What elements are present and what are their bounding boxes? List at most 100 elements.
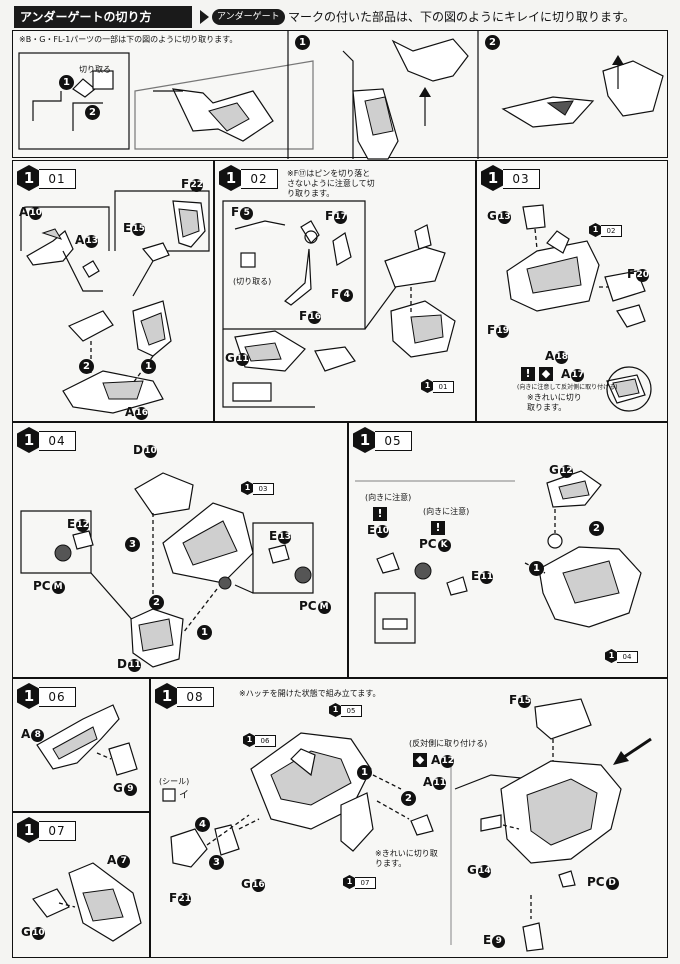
step-101-panel: 1 01 A10 A13 E15 F22 A16 1 2 [12,160,214,422]
step-104-arrow-2: 2 [149,595,164,610]
gate-cutting-panel: ※B・G・FL-1パーツの一部は下の図のように切り取ります。 1 切り取る 2 … [12,30,668,160]
under-gate-badge: アンダーゲート [212,9,285,25]
step-104-arrow-1: 1 [197,625,212,640]
step-hex-icon: 1 [329,703,342,717]
step-103-panel: 1 03 G13 1 02 F20 F19 A18 ! ◆ A17 (向きに注意… [476,160,668,422]
ref-number: 07 [355,877,376,889]
part-g13-label: G13 [487,209,511,224]
part-f17-label: F17 [325,209,348,224]
step-101-drawing [20,190,210,414]
gate-step-2-marker: 2 [485,35,500,50]
step-number: 03 [503,169,540,189]
part-e12-label: E12 [67,517,90,532]
step-108-drawing [162,698,652,952]
step-108-arrow-3: 3 [209,855,224,870]
part-g10-label: G10 [21,925,45,940]
step-number: 01 [39,169,76,189]
step-104-drawing [20,472,314,668]
gate-instruction-text: マークの付いた部品は、下の図のようにキレイに切り取ります。 [288,10,635,24]
part-g14-label: G14 [467,863,491,878]
step-number: 06 [39,687,76,707]
swap-direction-icon: ◆ [539,367,553,381]
step-101-arrow-2: 2 [79,359,94,374]
part-a16-label: A16 [125,405,149,420]
ref-number: 05 [341,705,362,717]
swap-direction-icon: ◆ [413,753,427,767]
part-a10-label: A10 [19,205,43,220]
step-number: 04 [39,431,76,451]
gate-step-1-marker: 1 [295,35,310,50]
step-106-drawing [36,704,138,776]
step-number: 02 [241,169,278,189]
step-102-panel: 1 02 ※F⑰はピンを切り落とさないように注意して切り取ります。 (切り取る)… [214,160,476,422]
gate-sub-step-1: 1 [59,75,74,90]
step-108-arrow-4: 4 [195,817,210,832]
step-105-arrow-1: 1 [529,561,544,576]
step-102-drawing [222,200,456,408]
clean-cut-note: ※きれいに切り取ります。 [527,393,582,412]
step-hex-icon: 1 [421,379,434,393]
part-f19-label: F19 [487,323,510,338]
caution-icon: ! [373,507,387,521]
step-hex-icon: 1 [353,427,377,453]
step-number: 05 [375,431,412,451]
part-e13-label: E13 [269,529,292,544]
caution-icon: ! [521,367,535,381]
part-e10-label: E10 [367,523,390,538]
caution-note-1: (向きに注意) [365,493,412,502]
part-a12-label: A12 [431,753,455,768]
seal-tag: イ [179,790,189,801]
part-d10-label: D10 [133,443,157,458]
part-e15-label: E15 [123,221,146,236]
part-e11-label: E11 [471,569,494,584]
step-108-panel: 1 08 ※ハッチを開けた状態で組み立てます。 1 05 1 06 1 07 [150,678,668,958]
step-hex-icon: 1 [343,875,356,889]
part-a13-label: A13 [75,233,99,248]
part-f21-label: F21 [169,891,192,906]
step-101-arrow-1: 1 [141,359,156,374]
step-103-drawing [506,204,652,412]
gate-sub-step-2: 2 [85,105,100,120]
part-d11-label: D11 [117,657,141,672]
ref-number: 02 [601,225,622,237]
step-number: 07 [39,821,76,841]
part-f15-label: F15 [509,693,532,708]
step-hex-icon: 1 [243,733,256,747]
caution-icon: ! [431,521,445,535]
gate-instructions-header: アンダーゲートの切り方 アンダーゲート マークの付いた部品は、下の図のようにキレ… [14,6,668,28]
triangle-pointer-icon [200,10,209,24]
step-105-drawing [355,470,642,644]
gate-cut-title: アンダーゲートの切り方 [14,6,192,28]
part-f16-label: F16 [299,309,322,324]
ref-number: 06 [255,735,276,747]
part-f20-label: F20 [627,267,650,282]
step-hex-icon: 1 [241,481,254,495]
step-105-arrow-2: 2 [589,521,604,536]
step-104-arrow-3: 3 [125,537,140,552]
caution-note-2: (向きに注意) [423,507,470,516]
gate-detail-drawing [18,31,664,160]
cut-label: 切り取る [79,65,111,74]
step-108-arrow-2: 2 [401,791,416,806]
step-hex-icon: 1 [605,649,618,663]
step-hex-icon: 1 [17,427,41,453]
gate-parts-note: ※B・G・FL-1パーツの一部は下の図のように切り取ります。 [19,35,238,44]
step-108-arrow-1: 1 [357,765,372,780]
part-f22-label: F22 [181,177,204,192]
part-a18-label: A18 [545,349,569,364]
step-hex-icon: 1 [589,223,602,237]
part-a11-label: A11 [423,775,447,790]
step-107-drawing [32,862,142,942]
